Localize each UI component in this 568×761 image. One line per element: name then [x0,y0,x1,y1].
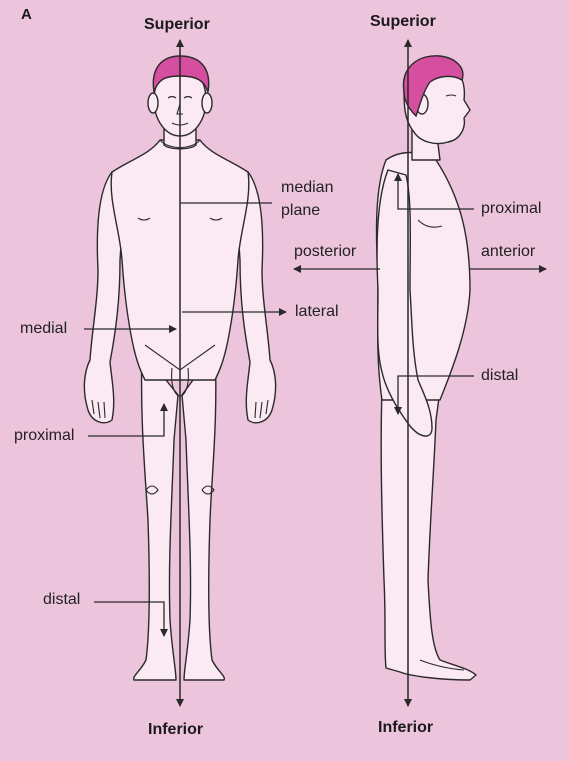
side-proximal-label: proximal [481,200,542,217]
side-distal-label: distal [481,367,519,384]
side-body [375,58,477,681]
front-proximal-label: proximal [14,427,75,444]
front-plane-label: plane [281,202,321,219]
side-posterior-label: posterior [294,243,357,260]
front-distal-label: distal [43,591,81,608]
front-superior-label: Superior [144,16,210,33]
front-medial-label: medial [20,320,68,337]
front-lateral-label: lateral [295,303,339,320]
side-superior-label: Superior [370,13,436,30]
front-hair [152,55,210,93]
panel-letter: A [21,6,32,23]
side-inferior-label: Inferior [378,719,434,736]
side-annotation-lines [293,39,547,707]
side-hair [402,55,464,118]
side-anterior-label: anterior [481,243,536,260]
front-annotation-lines [84,39,287,707]
side-details [417,94,465,671]
front-median-label: median [281,179,334,196]
front-inferior-label: Inferior [148,721,204,738]
